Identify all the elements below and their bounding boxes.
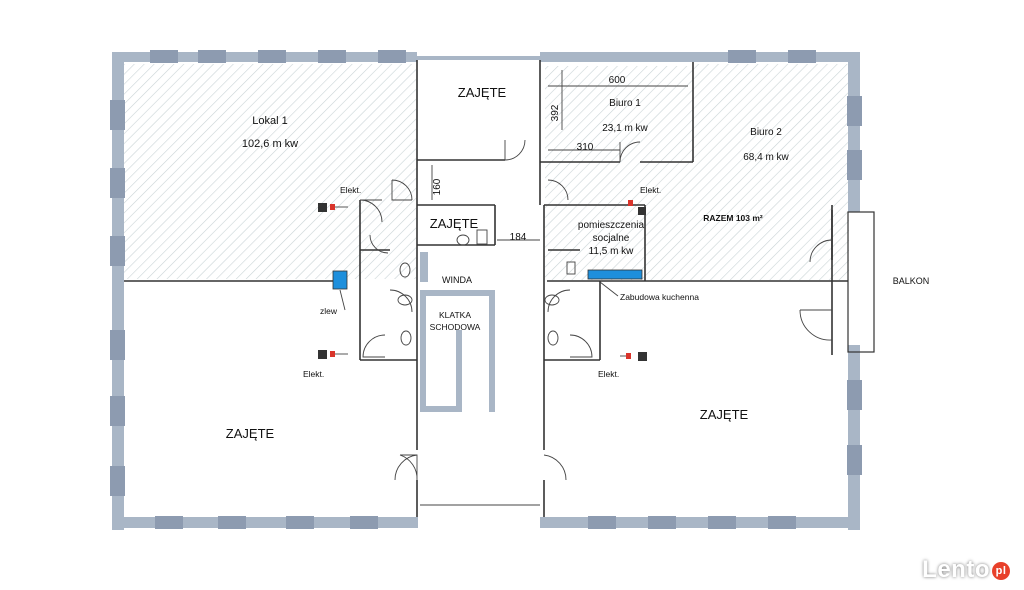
social-area: 11,5 m kw [589,246,635,257]
biuro2-lower-hatch [545,161,693,280]
toilet-icon [399,262,411,278]
razem-label: RAZEM 103 m² [703,213,763,223]
klatka-line2: SCHODOWA [430,322,481,332]
dim-310: 310 [577,142,594,153]
zajete-bottom-right-label: ZAJĘTE [700,407,749,422]
biuro2-hatch [693,64,849,280]
toilet-icon [456,234,470,246]
biuro1-area: 23,1 m kw [602,123,648,134]
watermark-suffix: pl [992,561,1010,580]
biuro1-hatch [545,66,693,161]
zabudowa-label: Zabudowa kuchenna [620,292,699,302]
elekt-label-4: Elekt. [598,369,619,379]
biuro1-name: Biuro 1 [609,98,641,109]
outer-walls [110,50,862,530]
door-swings [359,139,833,506]
lokal1-hatch [124,64,416,279]
zajete-bottom-left-label: ZAJĘTE [226,426,275,441]
interior-walls [124,60,848,517]
toilet-icon [397,294,413,306]
klatka-line1: KLATKA [439,310,471,320]
hatched-areas [124,64,849,280]
zlew-label: zlew [320,306,338,316]
lokal1-name: Lokal 1 [252,115,287,127]
sink-icon [566,261,576,275]
sink-marker [332,270,348,290]
winda-label: WINDA [442,275,472,285]
biuro2-area: 68,4 m kw [743,152,789,163]
kitchen-unit [587,269,643,280]
lokal1-area: 102,6 m kw [242,138,298,150]
elekt-boxes [318,200,647,361]
dim-184: 184 [510,232,527,243]
elekt-label-1: Elekt. [340,185,361,195]
social-line2: socjalne [593,233,630,244]
fixtures [397,229,576,346]
watermark-brand: Lento [922,556,990,583]
labels: Lokal 1 102,6 m kw ZAJĘTE 600 Biuro 1 23… [226,75,929,441]
zajete-center-label: ZAJĘTE [430,216,479,231]
elekt-label-2: Elekt. [640,185,661,195]
dim-160: 160 [432,178,443,195]
dim-392: 392 [550,104,561,121]
balkon-label: BALKON [893,276,930,286]
toilet-icon [547,330,559,346]
sink-icon [476,229,488,245]
toilet-icon [400,330,412,346]
social-line1: pomieszczenia [578,220,645,231]
stairwell [420,252,495,412]
dimension-lines [339,70,688,311]
biuro2-name: Biuro 2 [750,127,782,138]
toilet-icon [544,294,560,306]
elekt-label-3: Elekt. [303,369,324,379]
zajete-top-label: ZAJĘTE [458,85,507,100]
dim-600: 600 [609,75,626,86]
